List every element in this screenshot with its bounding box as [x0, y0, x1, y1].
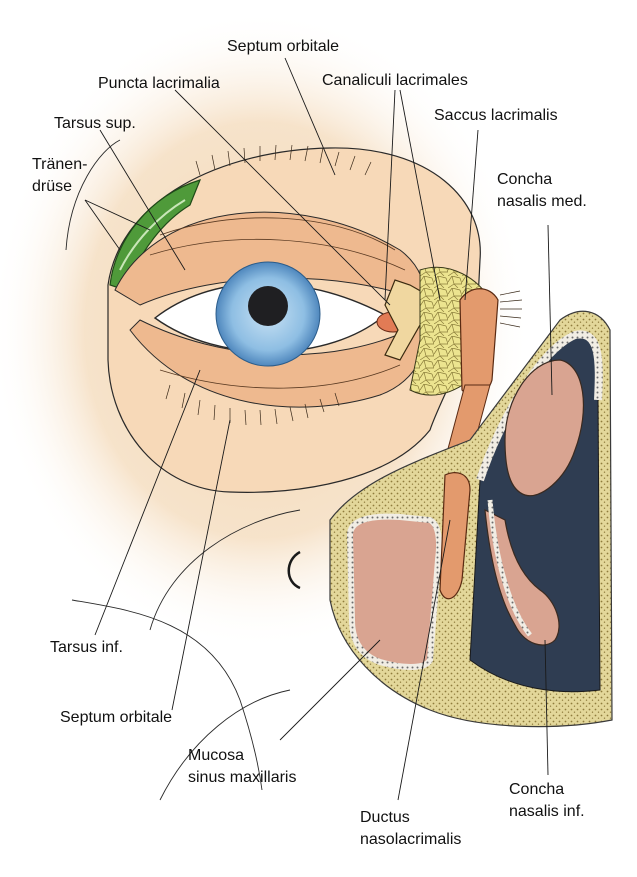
label-septum-orbitale-top: Septum orbitale — [227, 37, 339, 56]
label-ductus-1: Ductus — [360, 808, 410, 827]
maxillary-sinus — [350, 517, 439, 667]
label-canaliculi-lacrimales: Canaliculi lacrimales — [322, 71, 468, 90]
label-tarsus-inf: Tarsus inf. — [50, 638, 123, 657]
label-puncta-lacrimalia: Puncta lacrimalia — [98, 74, 220, 93]
label-traenendruese-2: drüse — [32, 177, 72, 196]
label-mucosa-1: Mucosa — [188, 746, 244, 765]
label-tarsus-sup: Tarsus sup. — [54, 114, 136, 133]
label-concha-med-2: nasalis med. — [497, 192, 587, 211]
label-concha-inf-2: nasalis inf. — [509, 802, 585, 821]
label-mucosa-2: sinus maxillaris — [188, 768, 296, 787]
pupil — [248, 286, 288, 326]
label-concha-med-1: Concha — [497, 170, 552, 189]
label-concha-inf-1: Concha — [509, 780, 564, 799]
label-septum-orbitale-bottom: Septum orbitale — [60, 708, 172, 727]
label-traenendruese-1: Tränen- — [32, 155, 87, 174]
lacrimal-sac — [460, 289, 498, 395]
label-ductus-2: nasolacrimalis — [360, 830, 461, 849]
label-saccus-lacrimalis: Saccus lacrimalis — [434, 106, 558, 125]
